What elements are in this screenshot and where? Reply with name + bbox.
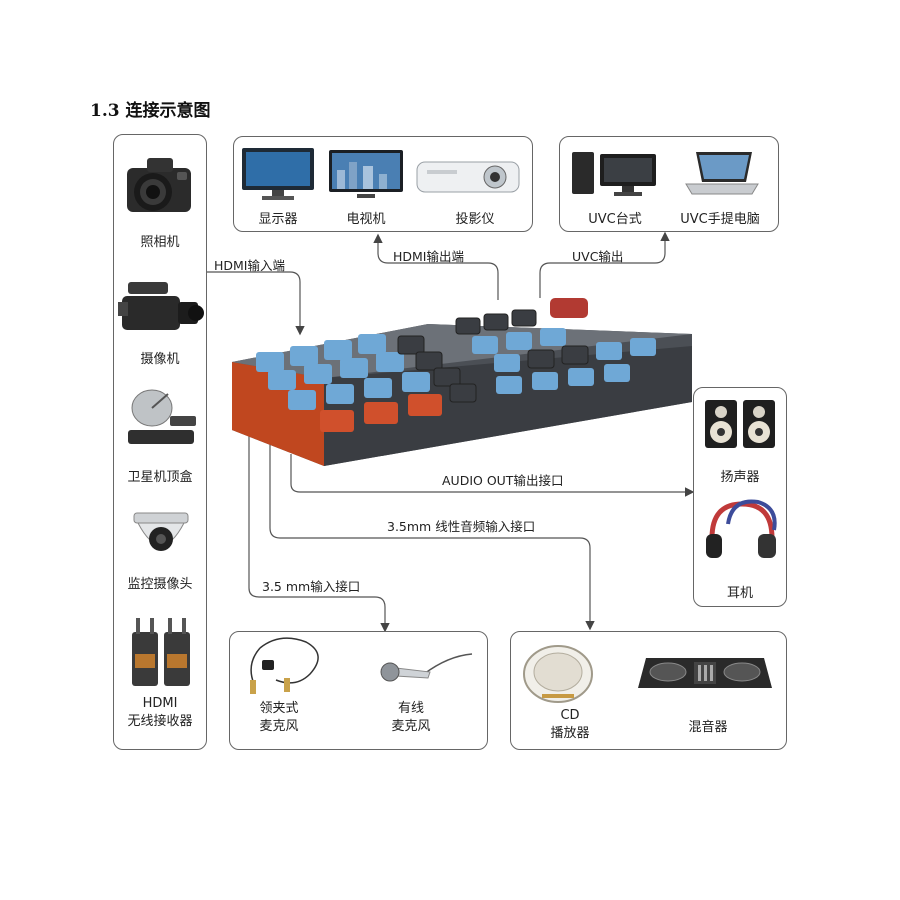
wireless-receiver-icon xyxy=(126,614,196,690)
source-label-satellite: 卫星机顶盒 xyxy=(113,466,207,485)
lavalier-line2: 麦克风 xyxy=(244,718,314,736)
wired-line1: 有线 xyxy=(376,700,446,718)
projector-icon xyxy=(413,152,523,198)
uvc-out-line xyxy=(540,234,665,298)
cd-line1: CD xyxy=(535,707,605,725)
tv-icon xyxy=(327,148,405,202)
source-label-dome-camera: 监控摄像头 xyxy=(113,573,207,592)
mixer-icon xyxy=(636,650,774,694)
mic-label-wired: 有线 麦克风 xyxy=(376,700,446,736)
mic-label-lavalier: 领夹式 麦克风 xyxy=(244,700,314,736)
camera-icon xyxy=(123,150,199,222)
lavalier-line1: 领夹式 xyxy=(244,700,314,718)
desktop-pc-icon xyxy=(570,150,662,198)
cd-line2: 播放器 xyxy=(535,725,605,743)
speakers-icon xyxy=(703,398,777,450)
hdmi-in-label: HDMI输入端 xyxy=(214,255,285,274)
line-in-label-cd: CD 播放器 xyxy=(535,707,605,743)
dome-camera-icon xyxy=(128,505,194,565)
uvc-label-desktop: UVC台式 xyxy=(575,208,655,227)
lavalier-mic-icon xyxy=(240,634,330,700)
audio-out-label-headphones: 耳机 xyxy=(693,582,787,601)
monitor-icon xyxy=(240,146,316,202)
wired-line2: 麦克风 xyxy=(376,718,446,736)
uvc-label-laptop: UVC手提电脑 xyxy=(670,208,770,227)
uvc-out-label: UVC输出 xyxy=(572,246,623,265)
display-label-tv: 电视机 xyxy=(331,208,401,227)
source-label-camera: 照相机 xyxy=(113,231,207,250)
headphones-icon xyxy=(702,494,782,568)
display-label-projector: 投影仪 xyxy=(440,208,510,227)
line-in-label-mixer: 混音器 xyxy=(668,716,748,735)
hdmi-out-label: HDMI输出端 xyxy=(393,246,464,265)
audio-out-label-speakers: 扬声器 xyxy=(693,466,787,485)
cd-player-icon xyxy=(518,640,598,704)
control-keyboard-device xyxy=(228,290,700,470)
display-label-monitor: 显示器 xyxy=(243,208,313,227)
laptop-icon xyxy=(682,148,762,200)
source-label-camcorder: 摄像机 xyxy=(113,348,207,367)
source-label-wireless-receiver: HDMI 无线接收器 xyxy=(113,695,207,731)
satellite-box-icon xyxy=(122,386,202,452)
receiver-line2: 无线接收器 xyxy=(113,713,207,731)
line-in-label: 3.5mm 线性音频输入接口 xyxy=(387,516,535,535)
audio-out-label: AUDIO OUT输出接口 xyxy=(442,470,563,489)
mic-in-label: 3.5 mm输入接口 xyxy=(262,576,360,595)
camcorder-icon xyxy=(118,276,204,340)
receiver-line1: HDMI xyxy=(113,695,207,713)
wired-mic-icon xyxy=(378,650,474,690)
